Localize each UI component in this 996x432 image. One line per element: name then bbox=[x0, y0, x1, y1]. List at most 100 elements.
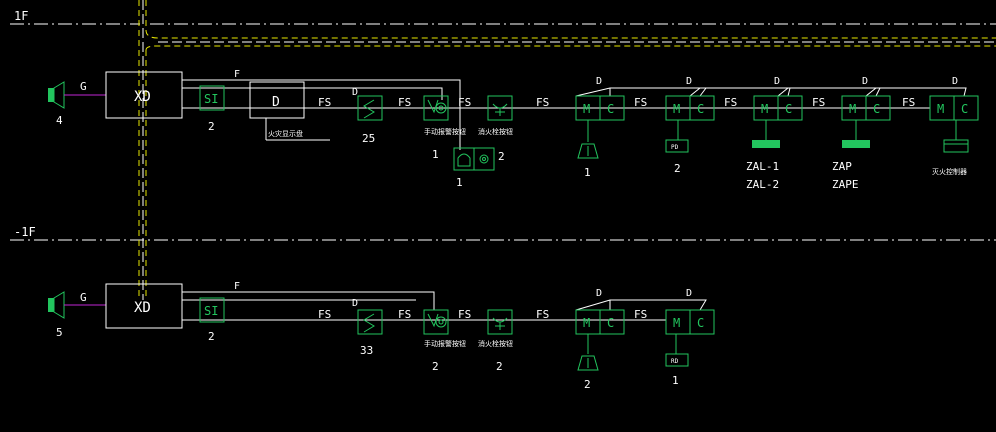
smoke-detector-icon bbox=[363, 313, 375, 333]
svg-text:C: C bbox=[697, 316, 704, 330]
manual-alarm-button bbox=[423, 309, 449, 335]
zap-panel-icon bbox=[842, 140, 870, 148]
xd-label: XD bbox=[134, 89, 151, 105]
fs-label-1: FS bbox=[318, 96, 331, 109]
zal2-label: ZAL-2 bbox=[746, 178, 779, 191]
speaker-count: 5 bbox=[56, 326, 63, 339]
si-count: 2 bbox=[208, 120, 215, 133]
hydrant-button-icon bbox=[492, 317, 508, 330]
fs-label-4: FS bbox=[536, 96, 549, 109]
d-branch-4 bbox=[865, 87, 967, 97]
rd-label: RD bbox=[671, 358, 679, 365]
fs-label-5: FS bbox=[634, 308, 647, 321]
cable-d-label: D bbox=[352, 87, 358, 98]
si-label: SI bbox=[204, 304, 218, 318]
d-branch-1 bbox=[575, 87, 707, 97]
svg-text:C: C bbox=[607, 102, 614, 116]
cable-f-label: F bbox=[234, 281, 240, 292]
fs-label-1: FS bbox=[318, 308, 331, 321]
extinguisher-controller-note: 灭火控制器 bbox=[932, 167, 967, 176]
display-panel-box bbox=[249, 81, 305, 119]
bell-icon bbox=[577, 143, 599, 159]
svg-text:M: M bbox=[849, 102, 856, 116]
cable-f-line bbox=[182, 291, 435, 310]
svg-text:C: C bbox=[697, 102, 704, 116]
hydrant-button bbox=[487, 309, 513, 335]
mc-module-3: M C ZAL-1 ZAL-2 bbox=[746, 95, 803, 191]
d-branch-2 bbox=[689, 87, 791, 97]
mc-module-1-count: 2 bbox=[584, 378, 591, 391]
manual-alarm-count: 2 bbox=[432, 360, 439, 373]
mc-module-1: M C 2 bbox=[575, 309, 625, 391]
svg-text:C: C bbox=[873, 102, 880, 116]
manual-alarm-button bbox=[423, 95, 449, 121]
si-module bbox=[199, 85, 225, 111]
manual-alarm-icon bbox=[435, 316, 447, 328]
fs-label-4: FS bbox=[536, 308, 549, 321]
cable-d-label: D bbox=[352, 298, 358, 309]
d-label-2: D bbox=[686, 76, 692, 87]
cable-f-branch bbox=[304, 79, 461, 150]
manual-alarm-count: 1 bbox=[432, 148, 439, 161]
xd-box bbox=[105, 71, 183, 119]
phone-icon bbox=[457, 153, 471, 167]
manual-alarm-icon bbox=[435, 102, 447, 114]
smoke-detector-count: 33 bbox=[360, 344, 373, 357]
smoke-detector-icon bbox=[363, 99, 375, 119]
xd-box bbox=[105, 283, 183, 329]
hydrant-button-note: 消火栓按钮 bbox=[478, 127, 513, 136]
svg-text:C: C bbox=[607, 316, 614, 330]
d-label-3: D bbox=[774, 76, 780, 87]
smoke-detector bbox=[357, 95, 383, 121]
pd-box bbox=[665, 139, 689, 153]
display-panel-note: 火灾显示盘 bbox=[268, 129, 303, 138]
d-label-2: D bbox=[686, 288, 692, 299]
svg-text:M: M bbox=[583, 102, 590, 116]
svg-text:C: C bbox=[785, 102, 792, 116]
fs-label-7: FS bbox=[812, 96, 825, 109]
d-branch-3 bbox=[777, 87, 881, 97]
si-module bbox=[199, 297, 225, 323]
manual-alarm-note: 手动报警按钮 bbox=[424, 339, 466, 348]
fs-label-5: FS bbox=[634, 96, 647, 109]
floor-label-minus1f: -1F bbox=[14, 225, 36, 239]
zap-label: ZAP bbox=[832, 160, 852, 173]
hydrant-button-icon bbox=[492, 103, 508, 116]
fs-label-8: FS bbox=[902, 96, 915, 109]
cable-g-label: G bbox=[80, 80, 87, 93]
smoke-detector bbox=[357, 309, 383, 335]
svg-text:M: M bbox=[761, 102, 768, 116]
mc-module-1-count: 1 bbox=[584, 166, 591, 179]
mc-module-2-count: 2 bbox=[674, 162, 681, 175]
fs-label-3: FS bbox=[458, 96, 471, 109]
svg-text:C: C bbox=[961, 102, 968, 116]
row-minus1f: 5 G XD F D SI 2 FS FS FS FS FS 33 手动报警按钮… bbox=[48, 281, 715, 391]
zal1-label: ZAL-1 bbox=[746, 160, 779, 173]
d-label-1: D bbox=[596, 76, 602, 87]
si-label: SI bbox=[204, 92, 218, 106]
fs-label-6: FS bbox=[724, 96, 737, 109]
smoke-detector-count: 25 bbox=[362, 132, 375, 145]
manual-alarm-note: 手动报警按钮 bbox=[424, 127, 466, 136]
d-branch-1 bbox=[575, 299, 707, 311]
pd-label: PD bbox=[671, 144, 679, 151]
fs-label-3: FS bbox=[458, 308, 471, 321]
speaker-icon bbox=[48, 81, 65, 109]
rd-box bbox=[665, 353, 689, 367]
mc-module-5: M C 灭火控制器 bbox=[929, 95, 979, 176]
svg-text:M: M bbox=[673, 316, 680, 330]
si-count: 2 bbox=[208, 330, 215, 343]
bell-icon bbox=[577, 355, 599, 371]
mc-module-2: M C PD 2 bbox=[665, 95, 715, 175]
d-label-4: D bbox=[862, 76, 868, 87]
zape-label: ZAPE bbox=[832, 178, 859, 191]
d-label-5: D bbox=[952, 76, 958, 87]
extinguisher-controller-icon bbox=[943, 139, 969, 153]
cable-g-label: G bbox=[80, 291, 87, 304]
row-1f: 4 G XD F D SI 2 D 火灾显示盘 FS FS FS FS FS F… bbox=[48, 69, 979, 191]
hydrant-count: 2 bbox=[498, 150, 505, 163]
hydrant-button bbox=[487, 95, 513, 121]
mc-module-1: M C 1 bbox=[575, 95, 625, 179]
xd-label: XD bbox=[134, 300, 151, 316]
